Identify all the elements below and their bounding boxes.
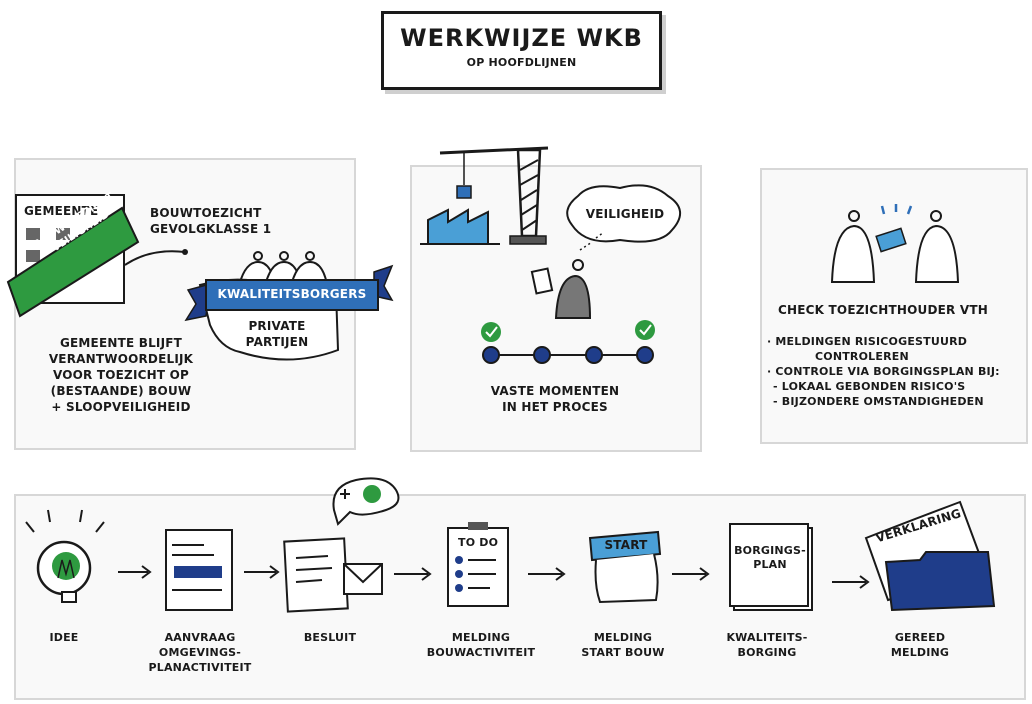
page-title: WERKWIJZE WKB [400, 24, 643, 52]
vth-line-4: - LOKAAL GEBONDEN RISICO'S [773, 380, 966, 393]
borgingsplan-line-1: BORGINGS- [734, 544, 806, 557]
step-label-besluit: BESLUIT [290, 630, 370, 645]
step-mb-line-1: MELDING [451, 631, 511, 644]
step-label-gereed-melding: GEREED MELDING [870, 630, 970, 660]
vth-line-2: CONTROLEREN [815, 350, 909, 363]
todo-label: TO DO [458, 536, 499, 549]
gemeente-desc-line-4: (BESTAANDE) BOUW [50, 384, 192, 398]
private-partijen-label: PRIVATE PARTIJEN [232, 318, 322, 350]
step-mb-line-2: BOUWACTIVITEIT [426, 646, 536, 659]
vth-line-1: · MELDINGEN RISICOGESTUURD [767, 335, 968, 348]
private-line-1: PRIVATE [248, 319, 306, 333]
step-gm-line-1: GEREED [894, 631, 946, 644]
gevolgklasse-line-2: GEVOLGKLASSE 1 [150, 222, 272, 236]
kwaliteitsborgers-label: KWALITEITSBORGERS [217, 287, 367, 301]
borgingsplan-line-2: PLAN [753, 558, 787, 571]
gemeente-label: GEMEENTE [24, 204, 99, 218]
gevolgklasse-line-1: BOUWTOEZICHT [150, 206, 262, 220]
toezichthouder-list: · MELDINGEN RISICOGESTUURD CONTROLEREN ·… [767, 334, 1021, 409]
borgingsplan-label: BORGINGS- PLAN [732, 544, 808, 572]
bouwtoezicht-gevolgklasse-label: BOUWTOEZICHT GEVOLGKLASSE 1 [150, 205, 271, 237]
gemeente-desc-line-2: VERANTWOORDELIJK [48, 352, 194, 366]
step-label-melding-start-bouw: MELDING START BOUW [568, 630, 678, 660]
vaste-line-1: VASTE MOMENTEN [490, 384, 620, 398]
step-aanvraag-line-1: AANVRAAG [164, 631, 236, 644]
step-kb-line-1: KWALITEITS- [726, 631, 808, 644]
step-idee-line-1: IDEE [49, 631, 79, 644]
vth-line-5: - BIJZONDERE OMSTANDIGHEDEN [773, 395, 984, 408]
step-label-aanvraag: AANVRAAG OMGEVINGS- PLANACTIVITEIT [140, 630, 260, 675]
vth-line-3: · CONTROLE VIA BORGINGSPLAN BIJ: [767, 365, 1000, 378]
start-label: START [604, 538, 648, 552]
step-ms-line-2: START BOUW [581, 646, 665, 659]
step-kb-line-2: BORGING [737, 646, 797, 659]
step-aanvraag-line-2: OMGEVINGS- [158, 646, 242, 659]
vaste-momenten-description: VASTE MOMENTEN IN HET PROCES [470, 383, 640, 415]
step-label-kwaliteitsborging: KWALITEITS- BORGING [712, 630, 822, 660]
step-label-idee: IDEE [34, 630, 94, 645]
private-line-2: PARTIJEN [245, 335, 309, 349]
gemeente-description: GEMEENTE BLIJFT VERANTWOORDELIJK VOOR TO… [26, 335, 216, 415]
gemeente-desc-line-3: VOOR TOEZICHT OP [52, 368, 190, 382]
step-besluit-line-1: BESLUIT [303, 631, 357, 644]
step-aanvraag-line-3: PLANACTIVITEIT [148, 661, 252, 674]
step-gm-line-2: MELDING [890, 646, 950, 659]
page-subtitle: OP HOOFDLIJNEN [466, 56, 577, 69]
title-box: WERKWIJZE WKB OP HOOFDLIJNEN [381, 11, 662, 90]
gemeente-desc-line-5: + SLOOPVEILIGHEID [51, 400, 191, 414]
veiligheid-cloud-label: VEILIGHEID [585, 207, 665, 221]
gemeente-desc-line-1: GEMEENTE BLIJFT [59, 336, 183, 350]
vaste-line-2: IN HET PROCES [502, 400, 608, 414]
toezichthouder-heading: CHECK TOEZICHTHOUDER VTH [778, 303, 988, 317]
step-label-melding-bouwactiviteit: MELDING BOUWACTIVITEIT [416, 630, 546, 660]
step-ms-line-1: MELDING [593, 631, 653, 644]
